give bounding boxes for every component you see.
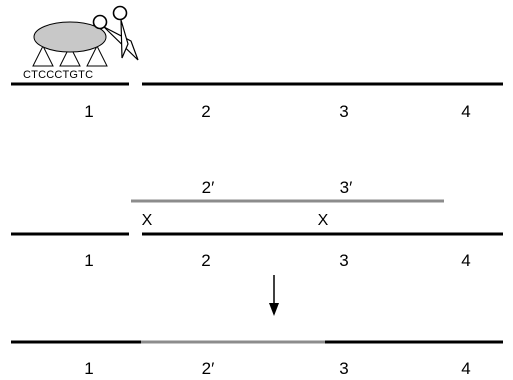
bottom-segment-labels: 1 2′ 3 4: [84, 359, 470, 378]
segment-label: 2: [201, 102, 210, 121]
donor-labels: 2′ 3′: [202, 178, 353, 197]
donor-label: 2′: [202, 178, 215, 197]
segment-label: 3: [339, 359, 348, 378]
segment-label: 3: [339, 102, 348, 121]
crossover-marks: X X: [142, 212, 329, 229]
segment-label: 2′: [202, 359, 215, 378]
nuclease-complex: CTCCCTGTC: [23, 7, 138, 82]
segment-label: 4: [461, 102, 470, 121]
protein-ellipse-icon: [33, 22, 107, 66]
down-arrow-icon: [269, 275, 279, 316]
segment-label: 1: [84, 251, 93, 270]
segment-label: 2: [201, 251, 210, 270]
top-segment-labels: 1 2 3 4: [84, 102, 470, 121]
segment-label: 1: [84, 359, 93, 378]
donor-label: 3′: [340, 178, 353, 197]
middle-segment-labels: 1 2 3 4: [84, 251, 470, 270]
recognition-sequence: CTCCCTGTC: [23, 69, 93, 81]
crossover-mark: X: [142, 212, 153, 229]
segment-label: 4: [461, 359, 470, 378]
crossover-mark: X: [318, 212, 329, 229]
segment-label: 4: [461, 251, 470, 270]
segment-label: 3: [339, 251, 348, 270]
segment-label: 1: [84, 102, 93, 121]
